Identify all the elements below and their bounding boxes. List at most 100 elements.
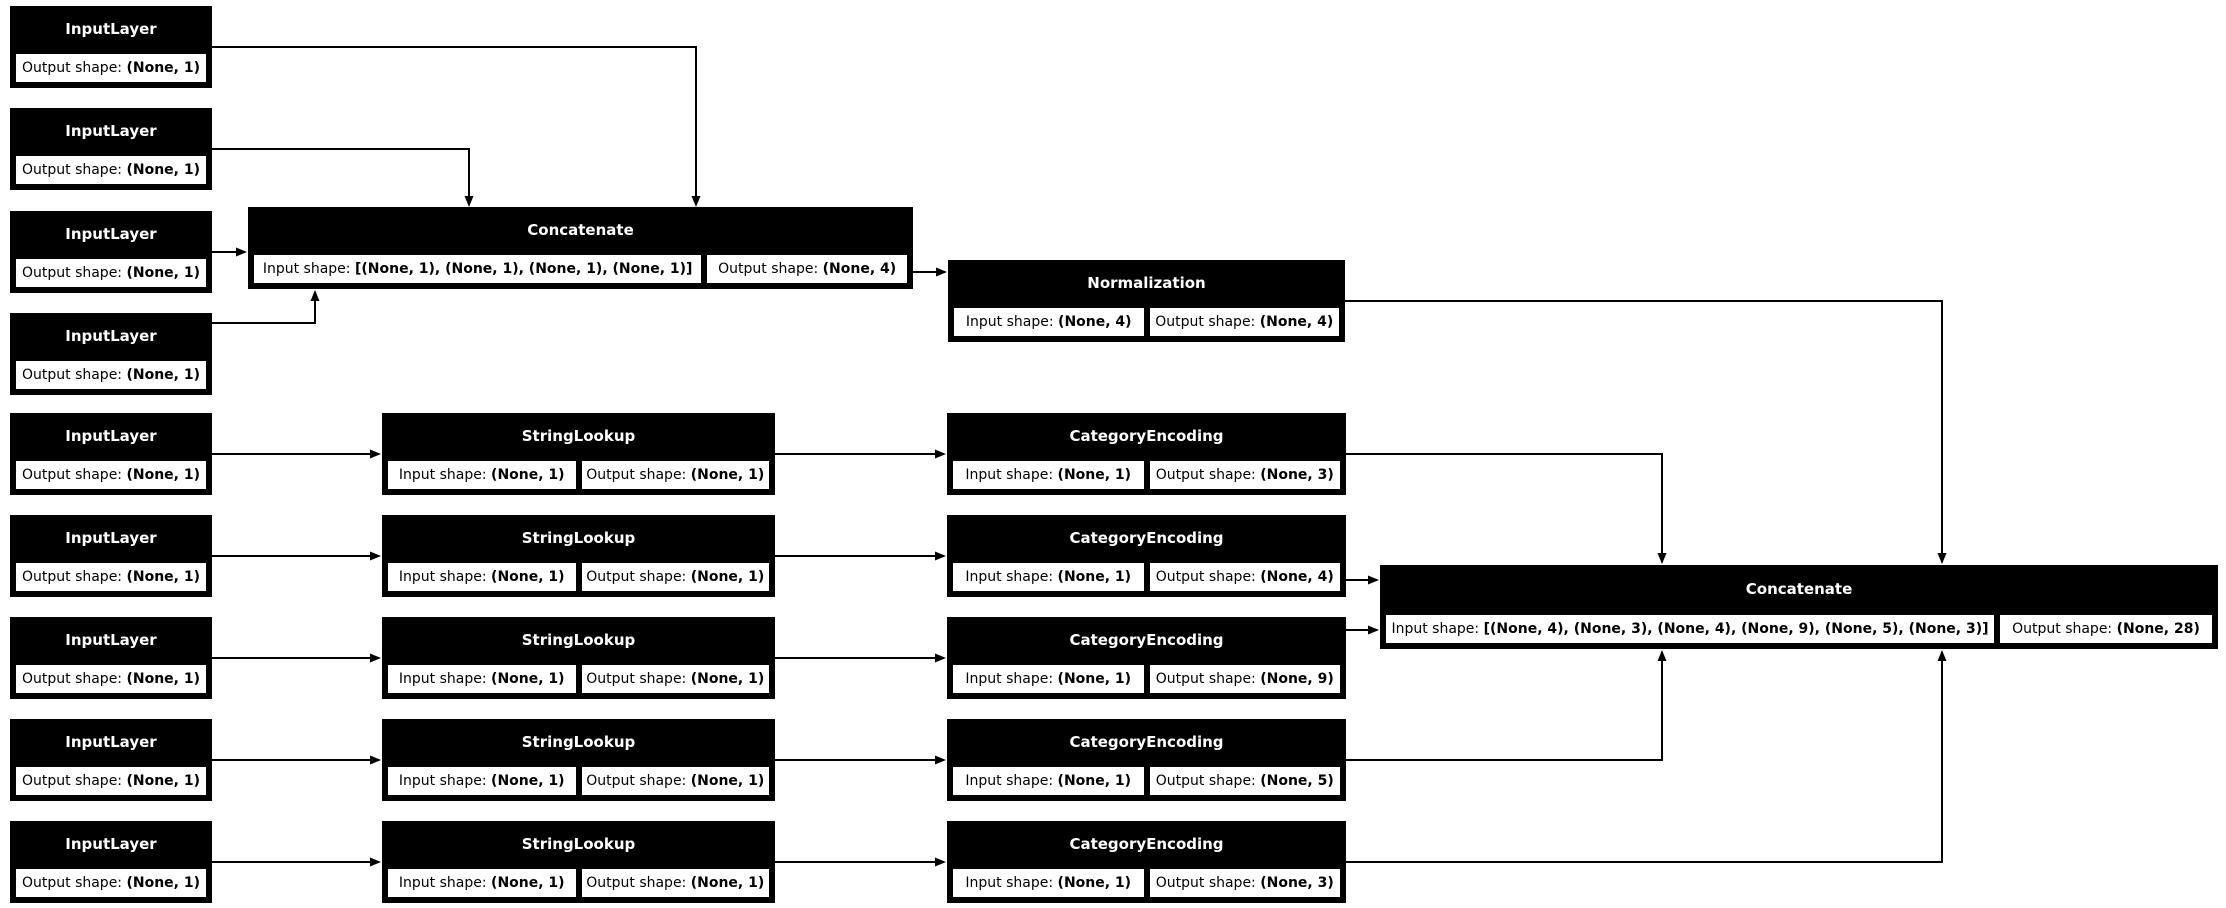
layer-type-label: Concatenate: [527, 221, 634, 239]
output-shape-cell: Output shape: (None, 1): [14, 765, 208, 797]
shape-label: Output shape:: [1155, 314, 1260, 330]
shape-row: Input shape: (None, 1)Output shape: (Non…: [384, 763, 773, 799]
edge-encode-4-to-concat-2: [1346, 650, 1667, 761]
edge-input-4-to-concat-1: [212, 290, 320, 324]
shape-value: (None, 1): [491, 773, 565, 789]
output-shape-cell: Output shape: (None, 1): [14, 561, 208, 593]
shape-value: (None, 4): [1259, 314, 1334, 330]
shape-label: Input shape:: [398, 773, 492, 789]
shape-value: (None, 1): [1057, 569, 1132, 585]
shape-label: Input shape:: [398, 671, 492, 687]
shape-value: (None, 1): [491, 875, 565, 891]
input-shape-cell: Input shape: (None, 1): [951, 459, 1146, 491]
layer-type-label: CategoryEncoding: [1069, 835, 1224, 853]
output-shape-cell: Output shape: (None, 1): [14, 459, 208, 491]
shape-label: Input shape:: [398, 875, 492, 891]
input-shape-cell: Input shape: (None, 1): [386, 867, 578, 899]
shape-row: Output shape: (None, 1): [12, 559, 210, 595]
shape-value: (None, 1): [690, 467, 765, 483]
layer-type-label: CategoryEncoding: [1069, 733, 1224, 751]
input-shape-cell: Input shape: (None, 1): [386, 459, 578, 491]
output-shape-cell: Output shape: (None, 1): [14, 663, 208, 695]
layer-type-label: Concatenate: [1745, 580, 1853, 598]
shape-value: (None, 4): [822, 261, 897, 277]
shape-value: (None, 1): [690, 875, 765, 891]
layer-type-label: InputLayer: [65, 122, 157, 140]
output-shape-cell: Output shape: (None, 1): [14, 154, 208, 186]
layer-type-label: InputLayer: [65, 327, 157, 345]
shape-label: Output shape:: [586, 875, 691, 891]
shape-row: Output shape: (None, 1): [12, 152, 210, 188]
output-shape-cell: Output shape: (None, 3): [1147, 459, 1342, 491]
shape-value: (None, 1): [126, 265, 201, 281]
shape-row: Output shape: (None, 1): [12, 763, 210, 799]
shape-value: (None, 5): [1260, 773, 1334, 789]
layer-type-label: StringLookup: [521, 835, 636, 853]
output-shape-cell: Output shape: (None, 1): [14, 257, 208, 289]
shape-label: Output shape:: [718, 261, 823, 277]
layer-type-label: StringLookup: [521, 733, 636, 751]
shape-label: Input shape:: [965, 773, 1058, 789]
input-shape-cell: Input shape: (None, 1): [386, 663, 578, 695]
input-shape-cell: Input shape: (None, 1): [386, 561, 578, 593]
layer-type-label: InputLayer: [65, 20, 157, 38]
layer-type-label: CategoryEncoding: [1069, 529, 1224, 547]
input-shape-cell: Input shape: (None, 1): [951, 867, 1146, 899]
shape-row: Output shape: (None, 1): [12, 865, 210, 901]
shape-value: (None, 1): [1057, 875, 1132, 891]
layer-type-label: InputLayer: [65, 631, 157, 649]
shape-row: Input shape: (None, 1)Output shape: (Non…: [384, 661, 773, 697]
input-shape-cell: Input shape: (None, 4): [952, 306, 1146, 338]
shape-value: (None, 1): [126, 162, 201, 178]
shape-label: Output shape:: [586, 569, 691, 585]
shape-label: Input shape:: [262, 261, 355, 277]
edge-normalization-1-to-concat-2: [1345, 300, 1947, 564]
shape-value: (None, 1): [126, 467, 201, 483]
layer-type-label: CategoryEncoding: [1069, 427, 1224, 445]
shape-value: (None, 1): [690, 671, 765, 687]
shape-value: (None, 3): [1260, 467, 1334, 483]
shape-label: Output shape:: [21, 671, 127, 687]
layer-type-label: InputLayer: [65, 529, 157, 547]
shape-value: (None, 1): [126, 875, 201, 891]
shape-label: Output shape:: [1155, 875, 1261, 891]
shape-label: Output shape:: [21, 875, 127, 891]
shape-label: Input shape:: [398, 569, 492, 585]
shape-value: (None, 1): [126, 60, 201, 76]
layer-type-label: Normalization: [1087, 274, 1206, 292]
output-shape-cell: Output shape: (None, 1): [14, 52, 208, 84]
layer-type-label: StringLookup: [521, 529, 636, 547]
shape-label: Input shape:: [965, 314, 1059, 330]
output-shape-cell: Output shape: (None, 1): [579, 867, 771, 899]
shape-value: (None, 1): [491, 569, 565, 585]
input-shape-cell: Input shape: [(None, 4), (None, 3), (Non…: [1384, 613, 1996, 645]
shape-value: (None, 1): [126, 569, 201, 585]
output-shape-cell: Output shape: (None, 3): [1147, 867, 1342, 899]
shape-value: (None, 28): [2116, 621, 2200, 637]
shape-row: Input shape: (None, 1)Output shape: (Non…: [949, 865, 1344, 901]
shape-label: Output shape:: [21, 569, 127, 585]
shape-label: Output shape:: [1155, 671, 1261, 687]
layer-type-label: InputLayer: [65, 427, 157, 445]
layer-type-label: StringLookup: [521, 427, 636, 445]
layer-type-label: CategoryEncoding: [1069, 631, 1224, 649]
edge-encode-5-to-concat-2: [1346, 650, 1947, 863]
shape-row: Output shape: (None, 1): [12, 661, 210, 697]
layer-type-label: InputLayer: [65, 733, 157, 751]
